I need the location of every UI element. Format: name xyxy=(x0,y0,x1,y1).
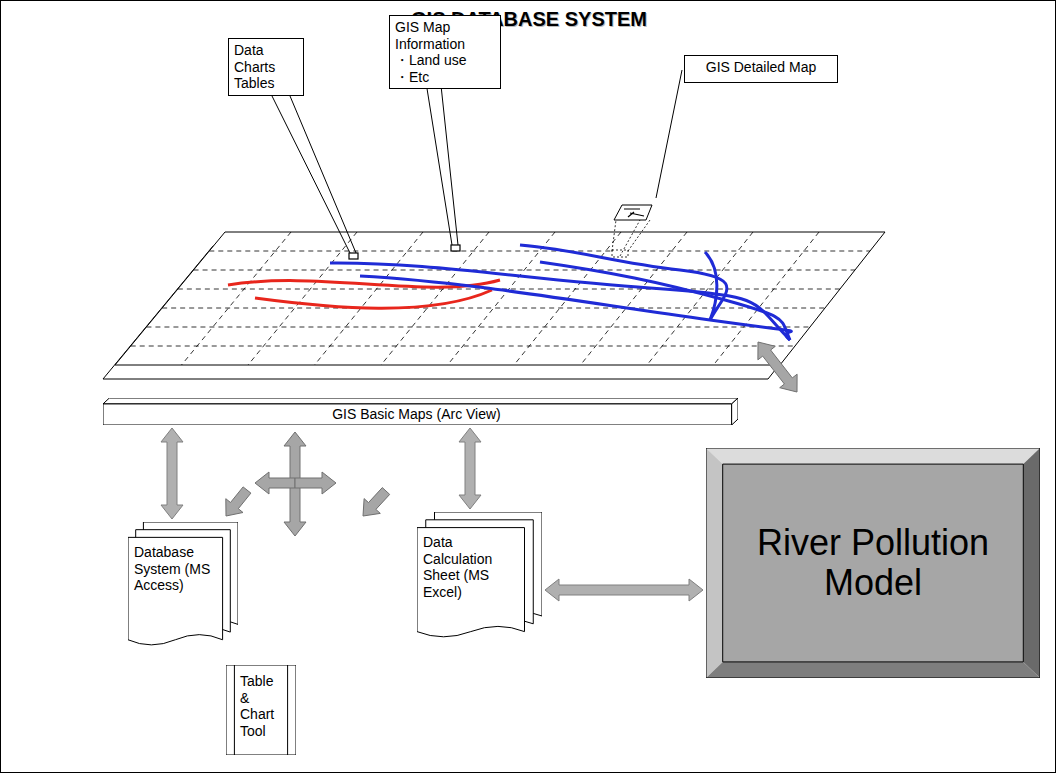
diagram-title: GIS DATABASE SYSTEM xyxy=(0,8,1058,31)
gray-arrow xyxy=(363,488,390,516)
blue-rivers xyxy=(330,245,791,340)
grid-line xyxy=(581,232,688,365)
bevel-face xyxy=(723,464,1024,662)
leader-line xyxy=(656,70,682,198)
document-stack: Database System (MS Access) xyxy=(128,522,238,650)
tool-rule xyxy=(287,665,288,755)
bevel-right xyxy=(1023,448,1040,678)
connector-arrow xyxy=(161,428,183,519)
band-front xyxy=(103,404,732,425)
connector-arrow xyxy=(459,428,481,509)
node-text: Database System (MS Access) xyxy=(134,544,220,594)
grid-line xyxy=(162,308,825,309)
map-spot xyxy=(451,245,460,251)
grid-line xyxy=(209,251,870,252)
band-top xyxy=(103,398,738,404)
node-text: Data Charts Tables xyxy=(234,42,298,92)
node-text: River Pollution Model xyxy=(730,523,1016,604)
grid-line xyxy=(182,232,292,365)
detail-map-symbol xyxy=(624,209,644,217)
zoom-lines xyxy=(612,220,650,256)
callout-tail xyxy=(272,76,458,253)
bevel-left xyxy=(706,448,723,678)
node-text: ・Land use xyxy=(395,52,495,69)
bevel-top xyxy=(706,448,1040,464)
grid-line xyxy=(315,232,424,365)
node-text: ・Etc xyxy=(395,69,495,86)
callout-box: Data Charts Tables xyxy=(228,38,304,96)
detail-map-thumb xyxy=(614,205,652,220)
sheet xyxy=(128,537,223,645)
gray-arrow xyxy=(284,483,306,536)
map-spot xyxy=(349,253,358,259)
gray-arrow xyxy=(226,487,251,516)
model-box: River Pollution Model xyxy=(706,448,1040,678)
document-stack: Data Calculation Sheet (MS Excel) xyxy=(417,512,542,642)
callout-box: GIS Detailed Map xyxy=(684,55,838,83)
gray-arrow xyxy=(295,472,336,494)
tool-rule xyxy=(234,665,235,755)
basemap-band: GIS Basic Maps (Arc View) xyxy=(103,398,738,425)
sheet xyxy=(417,528,525,637)
gray-arrow xyxy=(284,432,306,483)
tool-box: Table & Chart Tool xyxy=(226,665,296,755)
bevel-outline xyxy=(706,448,1040,678)
node-text: GIS Map Information xyxy=(395,19,495,52)
node-text: GIS Basic Maps (Arc View) xyxy=(107,406,726,422)
tool-frame xyxy=(226,665,296,755)
connector-arrow xyxy=(545,579,703,601)
node-text: GIS Detailed Map xyxy=(690,59,832,76)
gray-arrow xyxy=(255,472,295,494)
bevel-bottom xyxy=(706,662,1040,678)
callout-box: GIS Map Information・Land use・Etc xyxy=(389,15,501,89)
band-side xyxy=(732,398,738,425)
node-text: Table & Chart Tool xyxy=(240,673,282,739)
node-text: Data Calculation Sheet (MS Excel) xyxy=(423,534,524,600)
gray-arrow xyxy=(758,342,797,392)
